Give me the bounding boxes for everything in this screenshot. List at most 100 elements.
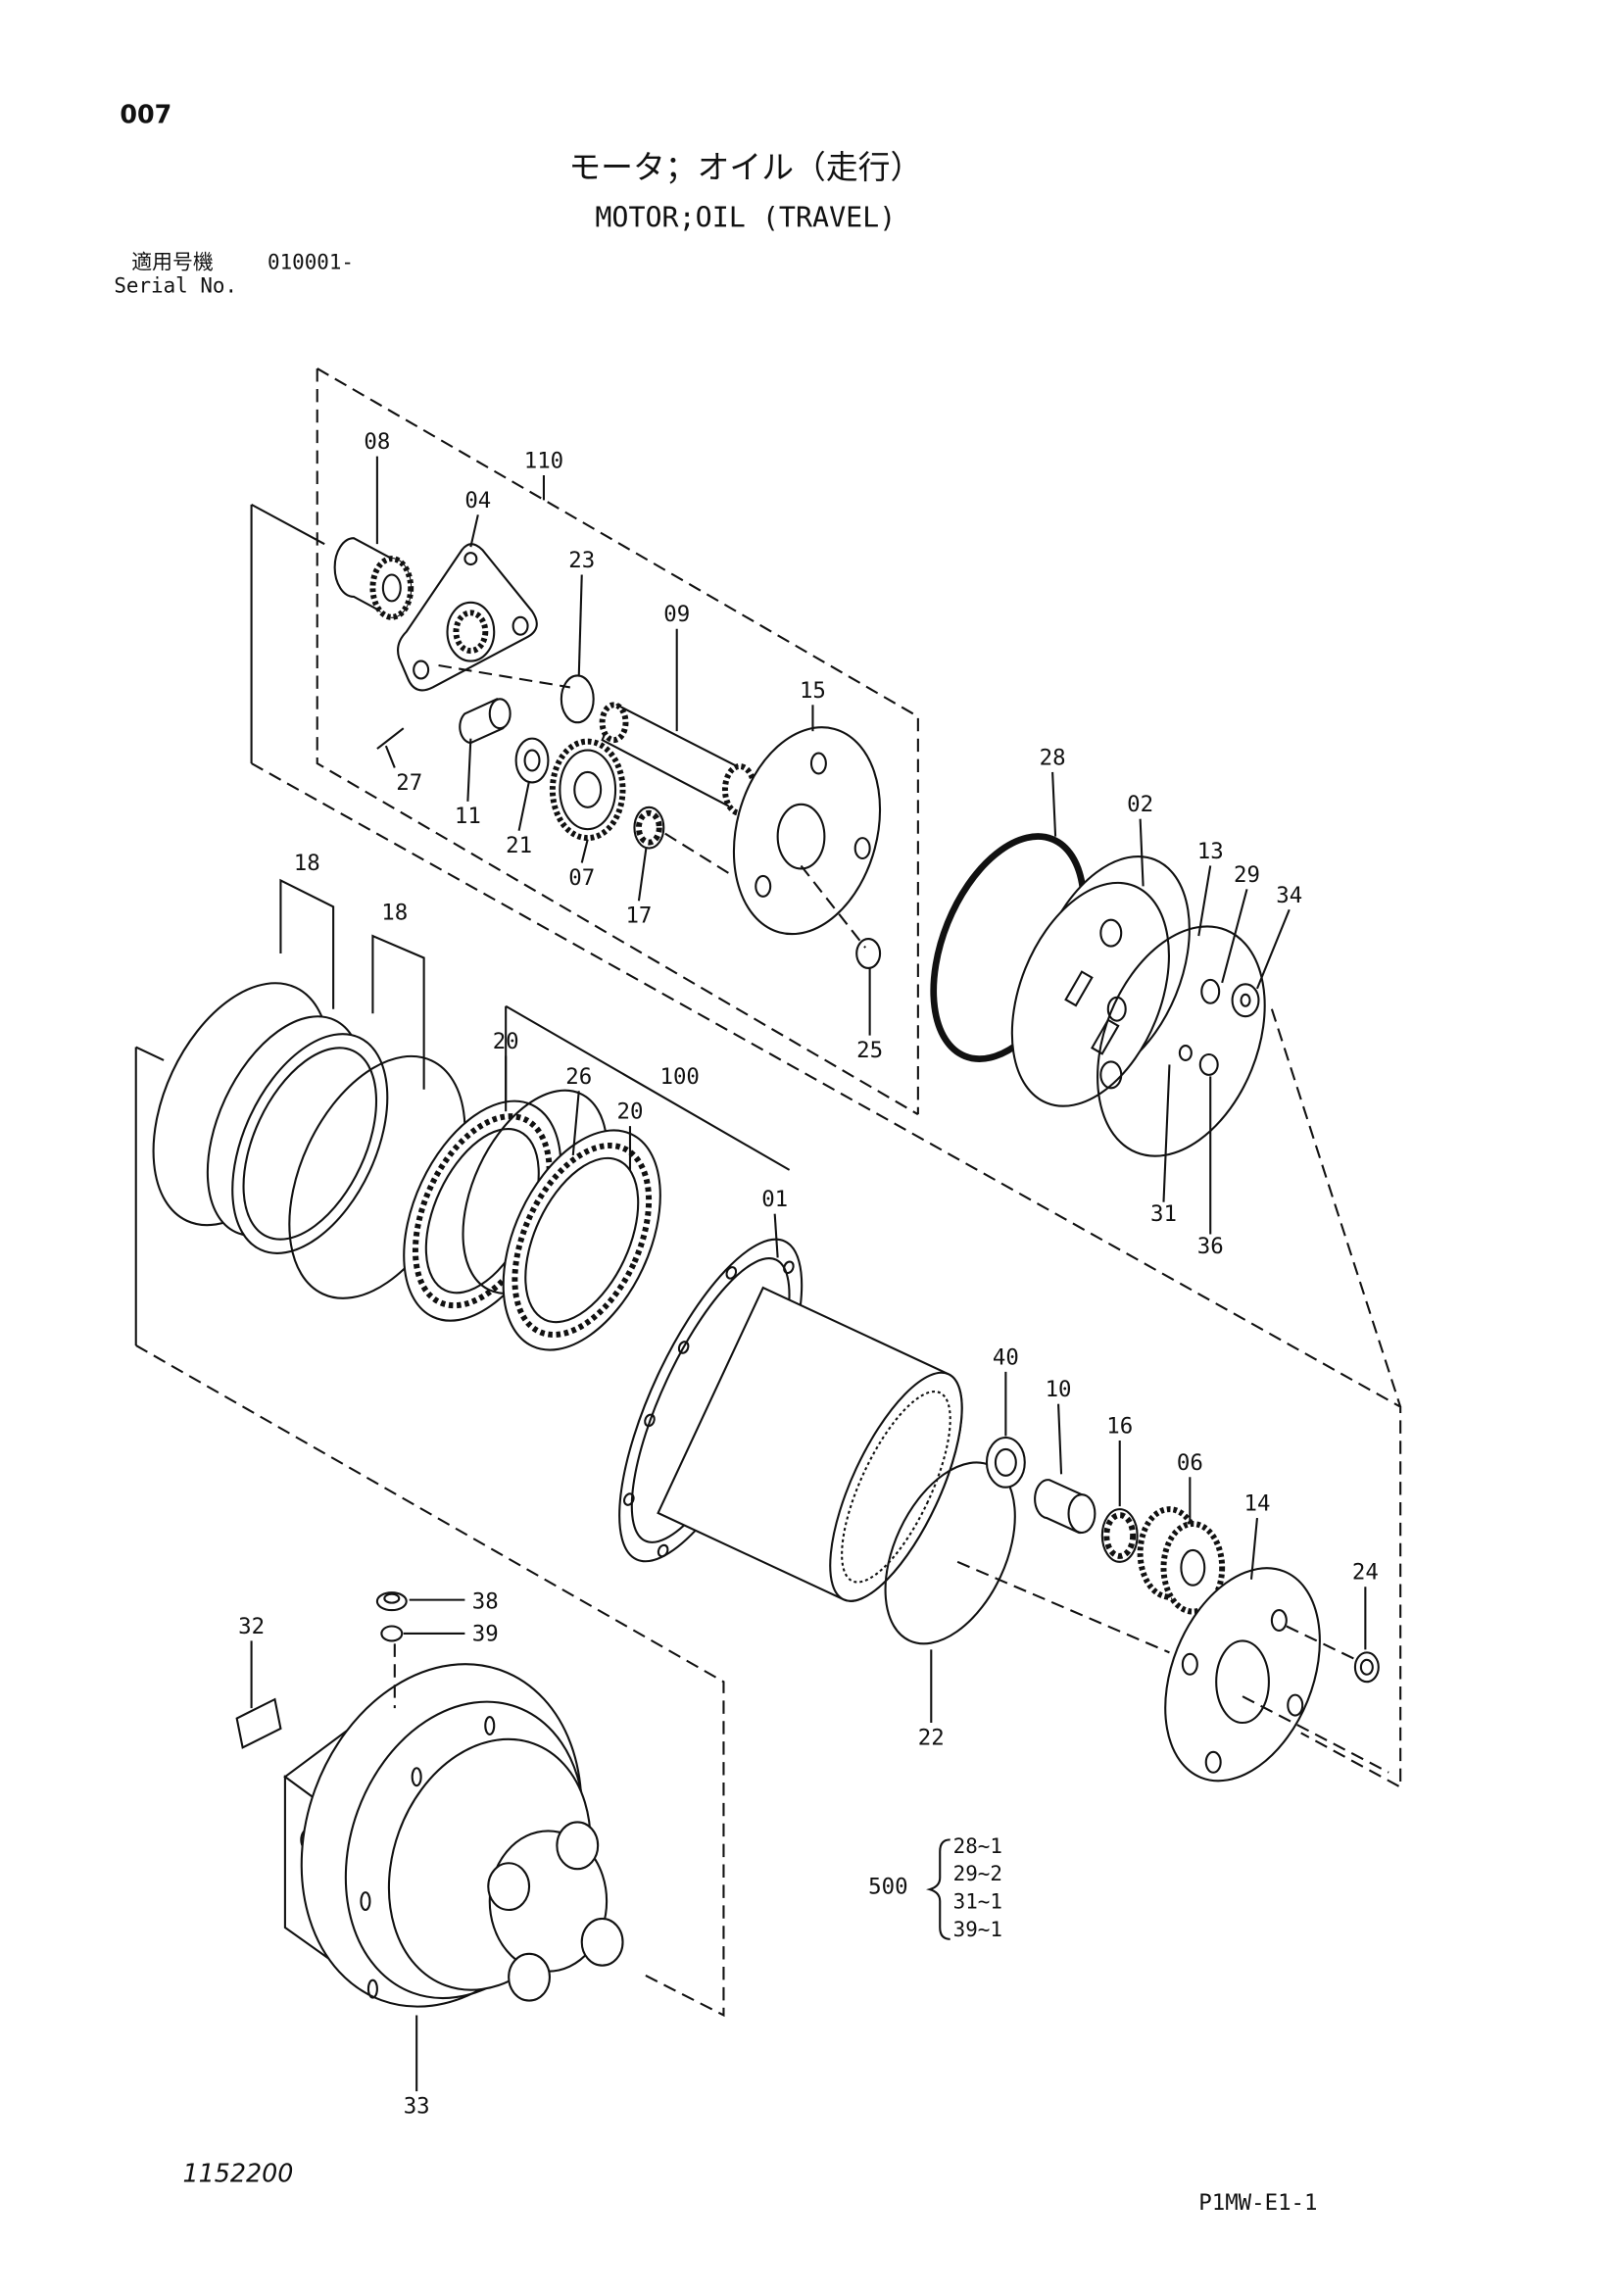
leader-line: [773, 1213, 779, 1258]
cover-marking: [1064, 970, 1094, 1007]
callout-18b: 18: [381, 901, 408, 926]
leader-line: [1162, 1064, 1171, 1202]
part-31-o-ring: [1178, 1044, 1193, 1062]
callout-06: 06: [1177, 1450, 1203, 1476]
plate-hole: [1270, 1609, 1288, 1633]
part-18a-bracket: [279, 878, 335, 1009]
leader-lines: [250, 456, 1367, 2092]
plug-socket: [1240, 993, 1251, 1007]
leader-line: [571, 1091, 580, 1156]
leader-line: [1197, 865, 1212, 937]
page-code: P1MW-E1-1: [1198, 2190, 1317, 2216]
part-36-plug: [1198, 1052, 1219, 1076]
assembly-line: [956, 1560, 1170, 1654]
callout-27: 27: [396, 770, 422, 796]
callout-08: 08: [364, 429, 390, 455]
callout-110: 110: [524, 449, 563, 474]
callout-17: 17: [625, 904, 652, 929]
callout-10: 10: [1046, 1377, 1072, 1402]
plug-head: [1231, 983, 1260, 1018]
bushing-end: [1067, 1493, 1096, 1535]
plate-spline: [453, 610, 489, 655]
part-17-bearing: [633, 806, 665, 850]
part-10-bushing: [1034, 1479, 1096, 1535]
housing-internal-spline: [841, 1391, 951, 1584]
assembly-line: [438, 663, 570, 689]
callout-29: 29: [1234, 862, 1260, 888]
motor-bolt: [484, 1715, 496, 1735]
plate-hole: [755, 874, 772, 898]
part-24-ring: [1353, 1651, 1380, 1684]
callout-13: 13: [1197, 839, 1224, 864]
part-40-ring: [985, 1436, 1026, 1489]
part-14-plate: [1164, 1567, 1321, 1783]
callout-14: 14: [1243, 1491, 1270, 1517]
kit-item: 29~2: [953, 1862, 1002, 1885]
plate-disk: [732, 726, 882, 936]
part-11-bushing: [459, 698, 512, 745]
leader-line: [1255, 908, 1291, 990]
kit-500: 500 28~1 29~2 31~1 39~1: [868, 1834, 1002, 1941]
leader-line: [1139, 818, 1145, 887]
motor-stud: [580, 1917, 624, 1967]
part-23-snap-ring: [560, 674, 595, 724]
kit-item: 39~1: [953, 1918, 1002, 1941]
motor-bolt: [411, 1767, 422, 1787]
callout-22: 22: [918, 1725, 945, 1750]
callout-04: 04: [464, 488, 491, 513]
callout-20a: 20: [493, 1029, 519, 1054]
part-25-ring: [855, 938, 882, 969]
motor-bolt: [360, 1891, 371, 1912]
part-39-o-ring: [380, 1625, 404, 1642]
flange-bolt-hole: [783, 1260, 795, 1275]
shaft-spline: [599, 702, 629, 744]
drawing-number: 1152200: [182, 2159, 293, 2188]
bushing-end: [488, 698, 512, 730]
motor-stud: [556, 1821, 600, 1871]
callout-18a: 18: [294, 851, 320, 876]
part-33-motor: [283, 1663, 624, 2008]
part-18b-bracket: [371, 934, 425, 1090]
motor-stud: [508, 1952, 551, 2002]
part-16-bearing: [1100, 1508, 1139, 1563]
leader-line: [1221, 889, 1248, 984]
assembly-outlines: [134, 367, 1402, 2018]
kit-brace: [926, 1838, 950, 1940]
assembly-line: [664, 832, 732, 876]
leader-line: [384, 745, 396, 768]
callout-09: 09: [663, 602, 690, 627]
cover-port: [1099, 918, 1123, 948]
callout-31: 31: [1150, 1201, 1177, 1227]
callout-40: 40: [993, 1344, 1019, 1370]
part-08-pinion-gear: [333, 537, 414, 620]
title-japanese: モータ；オイル（走行）: [568, 149, 922, 186]
callout-34: 34: [1276, 883, 1302, 908]
part-20b-bearing: [502, 1129, 661, 1351]
gear-bore: [381, 573, 402, 603]
callout-01: 01: [761, 1187, 788, 1212]
housing-open-end: [829, 1371, 963, 1602]
bolt-socket: [383, 1592, 401, 1604]
part-07-gear: [549, 738, 626, 842]
kit-number: 500: [868, 1875, 907, 1900]
callout-11: 11: [455, 804, 481, 829]
plate-hole: [1204, 1750, 1222, 1774]
ring-inner: [1359, 1658, 1374, 1676]
serial-label-japanese: 適用号機: [131, 251, 214, 274]
flange-bolt-hole: [677, 1341, 690, 1354]
bearing-rollers: [635, 809, 662, 846]
serial-value: 010001-: [268, 251, 354, 274]
kit-item: 28~1: [953, 1834, 1002, 1858]
leader-line: [1057, 1403, 1063, 1475]
plate-hole: [809, 752, 827, 775]
callout-39: 39: [472, 1621, 499, 1646]
assembly-lines: [393, 663, 1389, 1774]
gear-teeth: [369, 556, 414, 620]
part-13-gasket: [1096, 925, 1266, 1157]
motor-bolt: [366, 1978, 378, 1999]
bearing-inner: [524, 1156, 640, 1324]
callout-24: 24: [1352, 1560, 1379, 1586]
part-01-housing: [618, 1238, 963, 1602]
part-27-pin: [376, 727, 405, 750]
